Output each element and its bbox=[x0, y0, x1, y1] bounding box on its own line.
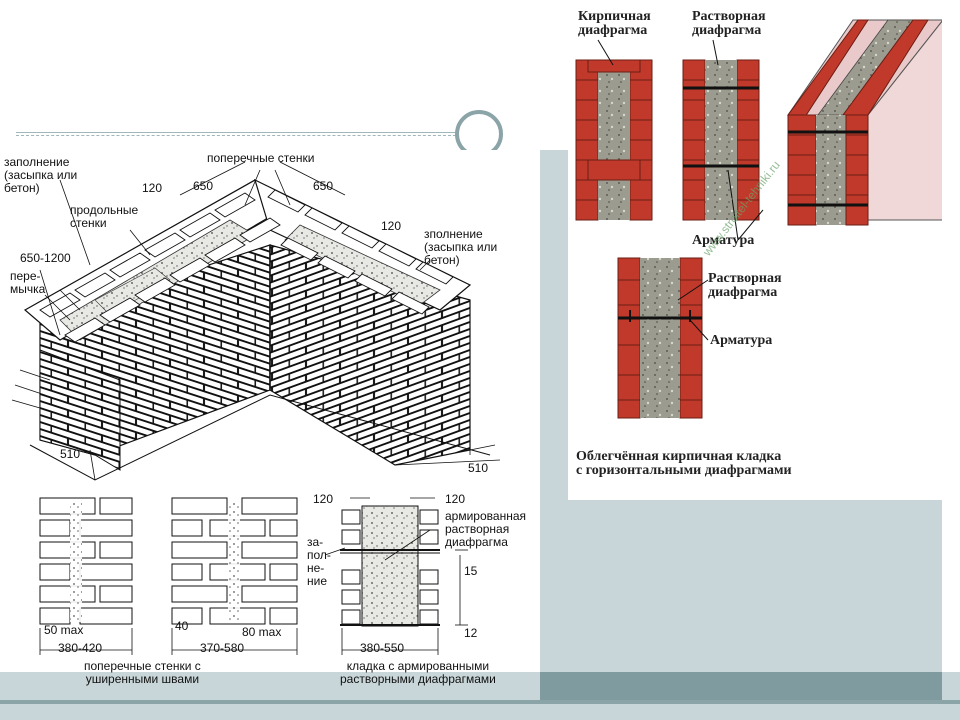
plan-1 bbox=[39, 497, 133, 625]
front-face bbox=[39, 349, 121, 471]
label-brick-diaphragm: Кирпичная диафрагма bbox=[578, 9, 651, 38]
plan-2 bbox=[171, 497, 298, 625]
caption-lightweight-masonry: Облегчённая кирпичная кладка с горизонта… bbox=[576, 449, 792, 478]
title-rule bbox=[16, 132, 456, 133]
label-dim-510-left: 510 bbox=[60, 447, 81, 461]
label-plan3-12: 12 bbox=[464, 626, 478, 640]
right-panel-strip bbox=[540, 672, 942, 700]
left-diagram bbox=[0, 150, 540, 670]
label-cross-walls: поперечные стенки bbox=[207, 151, 315, 165]
label-plan1-small: 50 max bbox=[44, 623, 84, 637]
label-plan3-reinforced: армированная растворная диафрагма bbox=[445, 509, 526, 549]
caption-reinforced: кладка с армированными растворными диафр… bbox=[340, 659, 496, 686]
label-plan2-40: 40 bbox=[175, 619, 189, 633]
label-plan3-total: 380-550 bbox=[360, 641, 405, 655]
caption-cross-walls: поперечные стенки с уширенными швами bbox=[84, 659, 201, 686]
bottom-column bbox=[617, 257, 703, 419]
masonry-corner-drawing bbox=[11, 161, 501, 655]
label-dim-650-1200: 650-1200 bbox=[20, 251, 71, 265]
label-plan3-120-left: 120 bbox=[313, 492, 334, 506]
label-plan3-fill: за- пол- не- ние bbox=[307, 535, 331, 588]
label-reinforcement-1: Арматура bbox=[692, 233, 755, 248]
label-lintel: пере- мычка bbox=[10, 269, 46, 296]
label-fill-right: зполнение (засыпка или бетон) bbox=[424, 227, 498, 267]
label-dim-120-right: 120 bbox=[381, 219, 402, 233]
label-plan1-total: 380-420 bbox=[58, 641, 103, 655]
label-plan2-80: 80 max bbox=[242, 625, 282, 639]
panel-divider bbox=[540, 150, 568, 500]
label-fill-left: заполнение (засыпка или бетон) bbox=[4, 155, 78, 195]
right-diagram bbox=[568, 0, 945, 500]
plan-3 bbox=[341, 509, 439, 625]
diaphragm-masonry-drawing bbox=[575, 18, 945, 419]
label-dim-510-right: 510 bbox=[468, 461, 489, 475]
label-plan3-120-right: 120 bbox=[445, 492, 466, 506]
wall-3d bbox=[787, 18, 945, 226]
label-plan2-total: 370-580 bbox=[200, 641, 245, 655]
label-dim-650-left: 650 bbox=[193, 179, 214, 193]
bottom-band-rule bbox=[0, 700, 960, 704]
label-mortar-diaphragm: Растворная диафрагма bbox=[692, 9, 766, 38]
label-dim-120-left: 120 bbox=[142, 181, 163, 195]
label-mortar-diaphragm-2: Растворная диафрагма bbox=[708, 271, 782, 300]
label-dim-650-right: 650 bbox=[313, 179, 334, 193]
title-rule-dashed bbox=[16, 135, 456, 136]
brick-diaphragm-column bbox=[575, 59, 653, 221]
fill-left-2 bbox=[94, 267, 171, 316]
right-panel bbox=[540, 500, 942, 700]
label-plan3-15: 15 bbox=[464, 564, 478, 578]
mortar-diaphragm-column bbox=[682, 59, 760, 221]
label-long-walls: продольные стенки bbox=[70, 203, 139, 230]
label-reinforcement-2: Арматура bbox=[710, 333, 773, 348]
